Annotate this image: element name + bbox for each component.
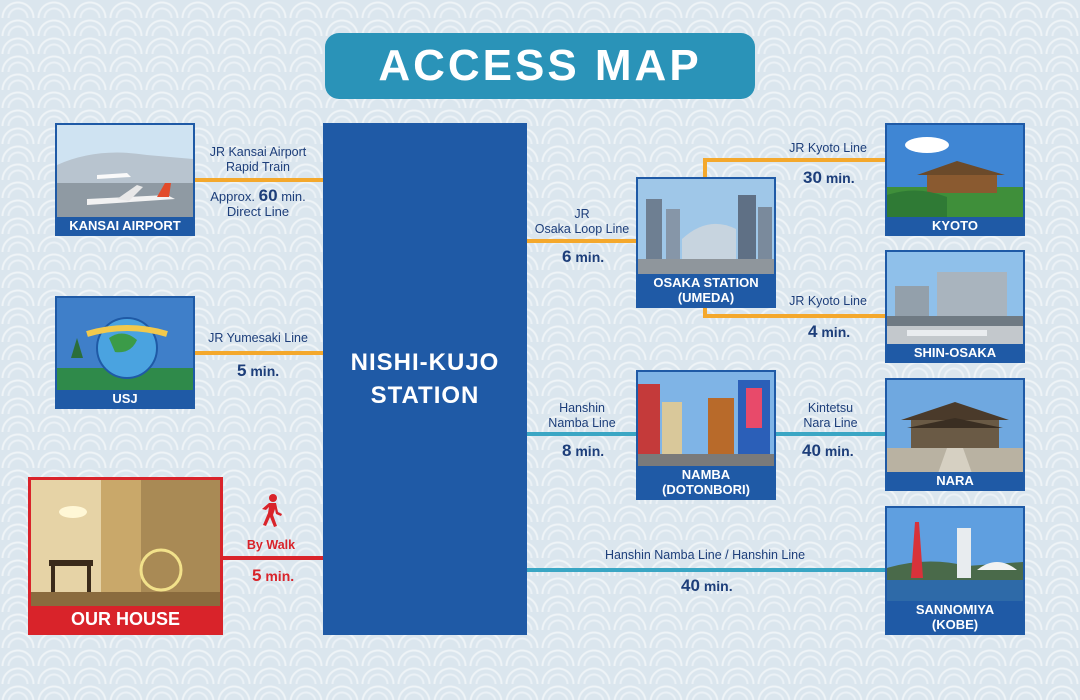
kansai-time-value: 60 xyxy=(258,186,278,205)
kyoto-time-value: 30 xyxy=(803,168,822,187)
sannomiya-caption-line2: (KOBE) xyxy=(931,617,979,632)
osaka-caption-line2: (UMEDA) xyxy=(677,290,735,305)
walk-route-line xyxy=(221,556,323,560)
osaka-caption-line1: OSAKA STATION xyxy=(653,275,759,290)
namba-caption: NAMBA (DOTONBORI) xyxy=(638,466,774,498)
osaka-time-label: 6 min. xyxy=(562,247,604,267)
nara-line-label: Kintetsu Nara Line xyxy=(775,401,886,431)
usj-photo: USJ xyxy=(55,296,195,409)
osaka-loop-line-label: JR Osaka Loop Line xyxy=(527,207,637,237)
kyoto-time-unit: min. xyxy=(825,170,855,186)
kyoto-caption: KYOTO xyxy=(887,217,1023,234)
airport-illustration xyxy=(57,125,193,221)
walking-person-icon xyxy=(258,493,284,532)
namba-time-label: 8 min. xyxy=(562,441,604,461)
shin-osaka-route-line xyxy=(703,314,886,318)
namba-caption-line2: (DOTONBORI) xyxy=(662,482,750,497)
sannomiya-time-value: 40 xyxy=(681,576,700,595)
osaka-station-caption: OSAKA STATION (UMEDA) xyxy=(638,274,774,306)
kansai-line-name-2: Rapid Train xyxy=(226,160,290,174)
our-house-photo: OUR HOUSE xyxy=(28,477,223,635)
usj-time-label: 5 min. xyxy=(237,361,279,381)
shin-osaka-illustration xyxy=(887,252,1023,348)
walk-mode-label: By Walk xyxy=(246,538,296,552)
usj-caption: USJ xyxy=(57,390,193,407)
kansai-time-prefix: Approx. xyxy=(210,189,256,204)
kyoto-temple-illustration xyxy=(887,125,1023,221)
nara-line-name-2: Nara Line xyxy=(803,416,858,430)
kyoto-route-line xyxy=(703,158,886,162)
namba-photo: NAMBA (DOTONBORI) xyxy=(636,370,776,500)
usj-line-label: JR Yumesaki Line xyxy=(208,331,308,345)
shin-osaka-time-unit: min. xyxy=(821,324,851,340)
our-house-caption: OUR HOUSE xyxy=(31,606,220,632)
kansai-line-name-1: JR Kansai Airport xyxy=(209,145,307,159)
usj-time-unit: min. xyxy=(250,363,280,379)
osaka-station-photo: OSAKA STATION (UMEDA) xyxy=(636,177,776,308)
namba-line-label: Hanshin Namba Line xyxy=(527,401,637,431)
usj-globe-illustration xyxy=(57,298,193,394)
kyoto-photo: KYOTO xyxy=(885,123,1025,236)
kansai-airport-caption: KANSAI AIRPORT xyxy=(57,217,193,234)
kyoto-route-vertical xyxy=(703,158,707,179)
namba-time-value: 8 xyxy=(562,441,572,460)
shin-osaka-route-vertical xyxy=(703,302,707,318)
nara-time-value: 40 xyxy=(802,441,821,460)
sannomiya-photo: SANNOMIYA (KOBE) xyxy=(885,506,1025,635)
nara-time-unit: min. xyxy=(824,443,854,459)
nara-caption: NARA xyxy=(887,472,1023,489)
namba-time-unit: min. xyxy=(575,443,605,459)
shin-osaka-photo: SHIN-OSAKA xyxy=(885,250,1025,363)
sannomiya-time-label: 40 min. xyxy=(681,576,733,596)
sannomiya-route-line xyxy=(527,568,886,572)
osaka-time-unit: min. xyxy=(575,249,605,265)
osaka-time-value: 6 xyxy=(562,247,572,266)
osaka-line-name-2: Osaka Loop Line xyxy=(534,222,630,236)
nishi-kujo-station-block: NISHI-KUJO STATION xyxy=(323,123,527,635)
nara-route-line xyxy=(775,432,886,436)
sannomiya-time-unit: min. xyxy=(703,578,733,594)
osaka-line-name-1: JR xyxy=(574,207,590,221)
kansai-airport-route-line xyxy=(193,178,323,182)
shin-osaka-time-value: 4 xyxy=(808,322,818,341)
namba-line-name-2: Namba Line xyxy=(548,416,616,430)
kansai-time-row: Approx. 60 min. xyxy=(198,186,318,205)
walk-time-label: 5 min. xyxy=(252,566,294,586)
walk-time-value: 5 xyxy=(252,566,262,585)
kyoto-time-label: 30 min. xyxy=(803,168,855,188)
kobe-port-illustration xyxy=(887,508,1023,604)
shin-osaka-caption: SHIN-OSAKA xyxy=(887,344,1023,361)
osaka-station-illustration xyxy=(638,179,774,275)
walk-time-unit: min. xyxy=(265,568,295,584)
nara-temple-illustration xyxy=(887,380,1023,476)
kansai-airport-time-label: Approx. 60 min. Direct Line xyxy=(198,186,318,219)
namba-illustration xyxy=(638,372,774,468)
kansai-airport-line-label: JR Kansai Airport Rapid Train xyxy=(198,145,318,175)
namba-line-name-1: Hanshin xyxy=(559,401,605,415)
station-name-line1: NISHI-KUJO xyxy=(350,349,500,376)
nara-time-label: 40 min. xyxy=(802,441,854,461)
osaka-loop-route-line xyxy=(527,239,637,243)
shin-osaka-line-label: JR Kyoto Line xyxy=(789,294,867,308)
namba-route-line xyxy=(527,432,637,436)
sannomiya-caption-line1: SANNOMIYA xyxy=(915,602,995,617)
usj-time-value: 5 xyxy=(237,361,247,380)
nara-line-name-1: Kintetsu xyxy=(807,401,854,415)
room-illustration xyxy=(31,480,220,608)
kansai-time-unit: min. xyxy=(281,189,306,204)
kansai-airport-photo: KANSAI AIRPORT xyxy=(55,123,195,236)
station-name-line2: STATION xyxy=(370,382,480,409)
usj-route-line xyxy=(193,351,323,355)
kyoto-line-label: JR Kyoto Line xyxy=(789,141,867,155)
page-title: ACCESS MAP xyxy=(325,33,755,99)
kansai-note: Direct Line xyxy=(226,204,290,219)
sannomiya-line-label: Hanshin Namba Line / Hanshin Line xyxy=(604,548,806,562)
nara-photo: NARA xyxy=(885,378,1025,491)
sannomiya-caption: SANNOMIYA (KOBE) xyxy=(887,601,1023,633)
shin-osaka-time-label: 4 min. xyxy=(808,322,850,342)
namba-caption-line1: NAMBA xyxy=(681,467,731,482)
